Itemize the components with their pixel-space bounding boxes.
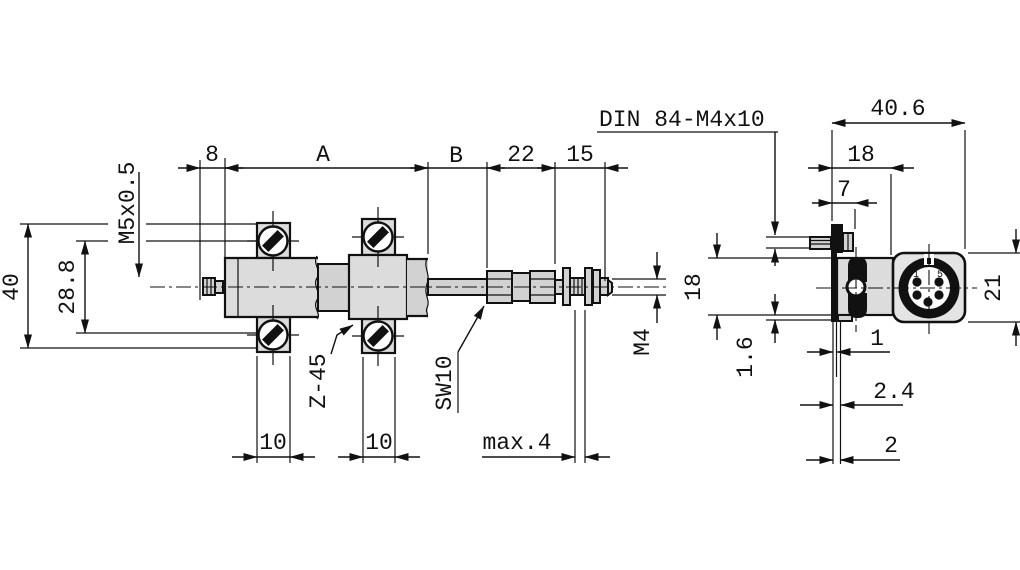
dim-label-10-right: 10	[365, 430, 393, 456]
dim-label-1: 1	[870, 326, 884, 352]
dim-label-1-6: 1.6	[733, 336, 759, 377]
label-z45: Z-45	[306, 353, 332, 408]
z45-callout: Z-45	[306, 324, 354, 409]
dim-label-15: 15	[566, 142, 594, 168]
connector-lug-bottom	[848, 293, 867, 318]
dim-label-21: 21	[981, 274, 1007, 302]
pin-label-5: 5	[937, 270, 943, 281]
dim-label-40-6: 40.6	[870, 96, 925, 122]
dim-label-2-4: 2.4	[873, 379, 914, 405]
break-line	[425, 257, 429, 318]
label-sw10: SW10	[432, 355, 458, 410]
end-view: DIN 84-M4x10	[597, 96, 1020, 464]
label-m4: M4	[630, 328, 656, 356]
dim-label-7: 7	[837, 177, 851, 203]
screw-side-view	[809, 231, 854, 253]
dim-label-22: 22	[507, 142, 535, 168]
dim-label-A: A	[316, 142, 330, 168]
dim-label-8: 8	[205, 142, 219, 168]
height-dimensions: 40 28.8	[0, 223, 257, 349]
plate-thickness-dimensions: 1 2.4 2	[800, 326, 915, 464]
dim-label-18-height: 18	[681, 273, 707, 301]
dim-label-10-left: 10	[259, 430, 287, 456]
bottom-dimension-chain: 10 10 max.4	[232, 310, 610, 463]
pin-label-1: 1	[913, 270, 919, 281]
side-view: 8 A B 22 15 40 28.8 M5x0.5 Z-45	[0, 142, 668, 463]
sw10-callout: SW10	[432, 305, 485, 413]
dim-label-B: B	[449, 143, 463, 169]
din-screw-callout: DIN 84-M4x10	[597, 107, 810, 266]
connector-pin	[934, 290, 944, 300]
m4-dimension: M4	[612, 252, 666, 356]
connector-face: 1 5	[816, 244, 977, 334]
connector-pin	[912, 277, 922, 287]
m5-thread-callout: M5x0.5	[115, 162, 143, 278]
connector-pin	[923, 297, 933, 307]
connector-lug-top	[848, 257, 867, 282]
width-dimensions: 40.6 18 7	[808, 96, 966, 255]
dim-label-18-width: 18	[847, 142, 875, 168]
dim-label-40: 40	[0, 273, 25, 301]
dim-label-max4: max.4	[482, 430, 551, 456]
height-dimensions-left: 18 1.6	[681, 233, 837, 378]
housing-side-view	[835, 247, 895, 332]
height-dimension-21: 21	[968, 229, 1020, 346]
connector-pin	[934, 277, 944, 287]
dim-label-28-8: 28.8	[55, 259, 81, 314]
thread-label-m5: M5x0.5	[115, 162, 141, 245]
connector-pin	[912, 290, 922, 300]
label-din-84-m4x10: DIN 84-M4x10	[599, 107, 765, 133]
top-dimension-chain: 8 A B 22 15	[178, 142, 628, 300]
dim-label-2: 2	[884, 433, 898, 459]
